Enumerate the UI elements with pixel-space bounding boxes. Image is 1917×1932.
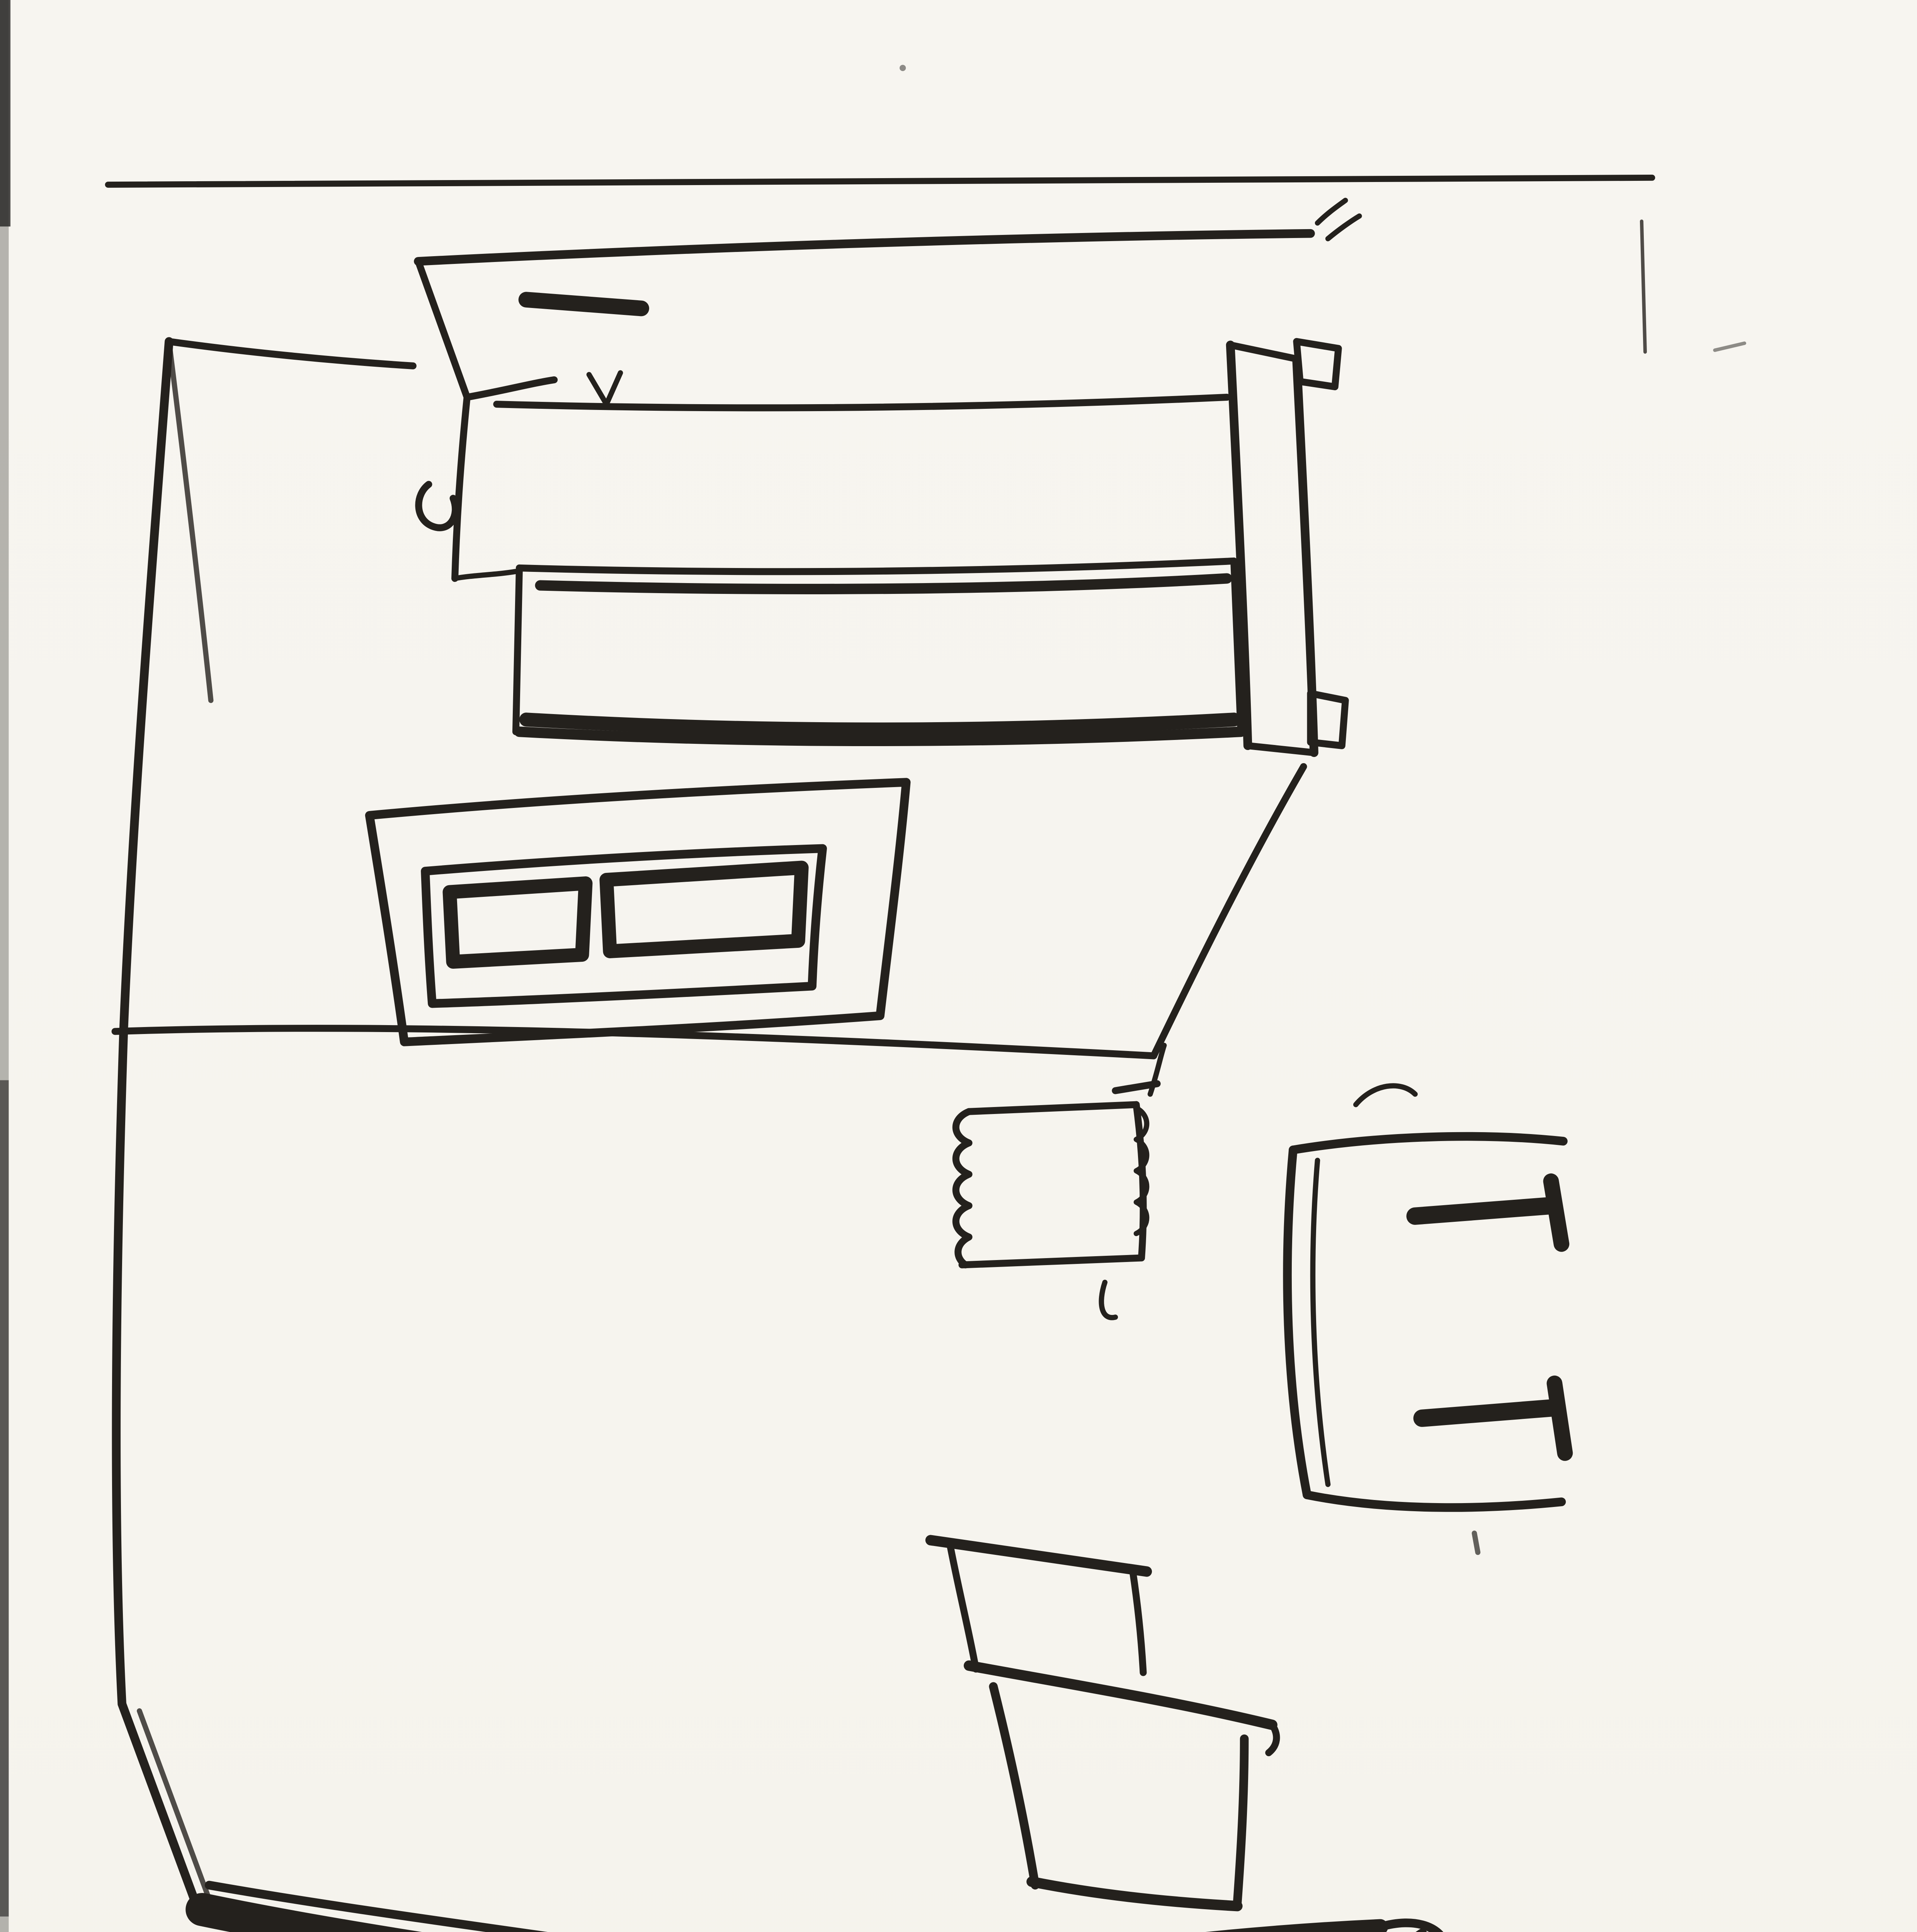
worksheet-page: Oggetti da sistemare: Asciugamani Televi…: [0, 0, 1917, 1932]
objects-list: Asciugamani Televisore Valigia Cuscini B…: [0, 0, 1917, 1932]
scan-scale-wrapper: Oggetti da sistemare: Asciugamani Televi…: [0, 0, 1917, 1932]
